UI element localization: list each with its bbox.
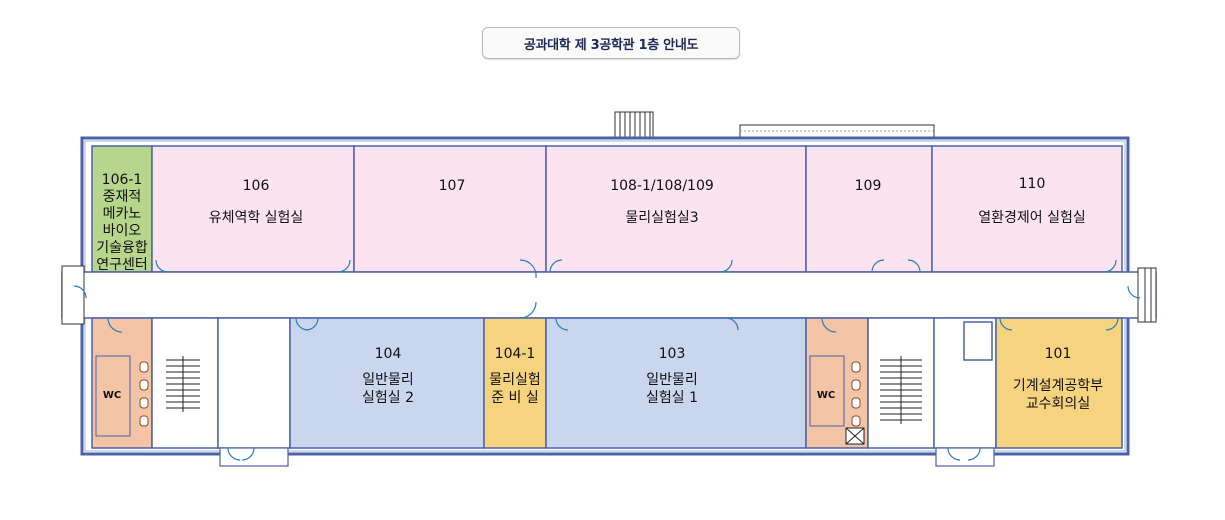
corridor (61, 271, 1157, 319)
room-109[interactable] (805, 145, 933, 273)
door-swing-icon (73, 259, 1141, 461)
room-104-1-name-line-1: 물리실험 (489, 372, 541, 388)
stairwell-left (151, 317, 219, 449)
room-110-number: 110 (1019, 176, 1046, 192)
room-106-number: 106 (243, 178, 270, 194)
room-107[interactable] (353, 145, 547, 273)
west-entrance (61, 265, 85, 325)
east-entrance (1137, 267, 1157, 323)
room-104-1[interactable] (483, 317, 547, 449)
room-108-name: 물리실험실3 (625, 210, 698, 226)
toilet-icon (139, 361, 861, 427)
room-106-1-line-3: 메카노 (103, 206, 142, 222)
room-101-name-line-2: 교수회의실 (1026, 396, 1090, 412)
ramp-icon (739, 124, 935, 139)
entrance-south-left (217, 317, 291, 449)
room-103-name-line-2: 실험실 1 (646, 390, 698, 406)
room-110-name: 열환경제어 실험실 (978, 210, 1086, 226)
room-103-name-line-1: 일반물리 (646, 372, 698, 388)
room-106-1-line-5: 기술융합 (96, 240, 148, 256)
room-104-number: 104 (375, 346, 402, 362)
room-107-number: 107 (439, 178, 466, 194)
elevator-icon (845, 427, 865, 445)
room-103[interactable] (545, 317, 807, 449)
stairs-icon (614, 111, 654, 139)
room-104-name-line-2: 실험실 2 (362, 390, 414, 406)
room-106[interactable] (151, 145, 355, 273)
room-101-number: 101 (1045, 346, 1072, 362)
room-108[interactable] (545, 145, 807, 273)
room-101[interactable] (995, 317, 1123, 449)
wc-left-label: WC (103, 390, 121, 401)
room-110[interactable] (931, 145, 1123, 273)
room-103-number: 103 (659, 346, 686, 362)
room-104-name-line-1: 일반물리 (362, 372, 414, 388)
room-108-number: 108-1/108/109 (610, 178, 714, 194)
room-106-1-label: 106-1 중재적 메카노 바이오 기술융합 연구센터 (96, 172, 148, 273)
room-106-1-line-6: 연구센터 (96, 257, 148, 273)
room-106-1-line-2: 중재적 (103, 189, 142, 205)
room-106-1[interactable] (91, 145, 153, 273)
closet (963, 321, 993, 361)
wc-right-label: WC (817, 390, 835, 401)
room-104-1-number: 104-1 (495, 346, 536, 362)
room-106-name: 유체역학 실험실 (209, 210, 304, 226)
room-104[interactable] (289, 317, 485, 449)
room-101-name-line-1: 기계설계공학부 (1013, 378, 1103, 394)
room-109-number: 109 (855, 178, 882, 194)
room-104-1-name-line-2: 준 비 실 (491, 390, 539, 406)
room-106-1-line-4: 바이오 (103, 223, 142, 239)
room-106-1-line-1: 106-1 (102, 172, 143, 188)
stairs-icon (880, 356, 922, 424)
stairs-icon (166, 356, 200, 412)
map-title: 공과대학 제 3공학관 1층 안내도 (482, 27, 740, 59)
